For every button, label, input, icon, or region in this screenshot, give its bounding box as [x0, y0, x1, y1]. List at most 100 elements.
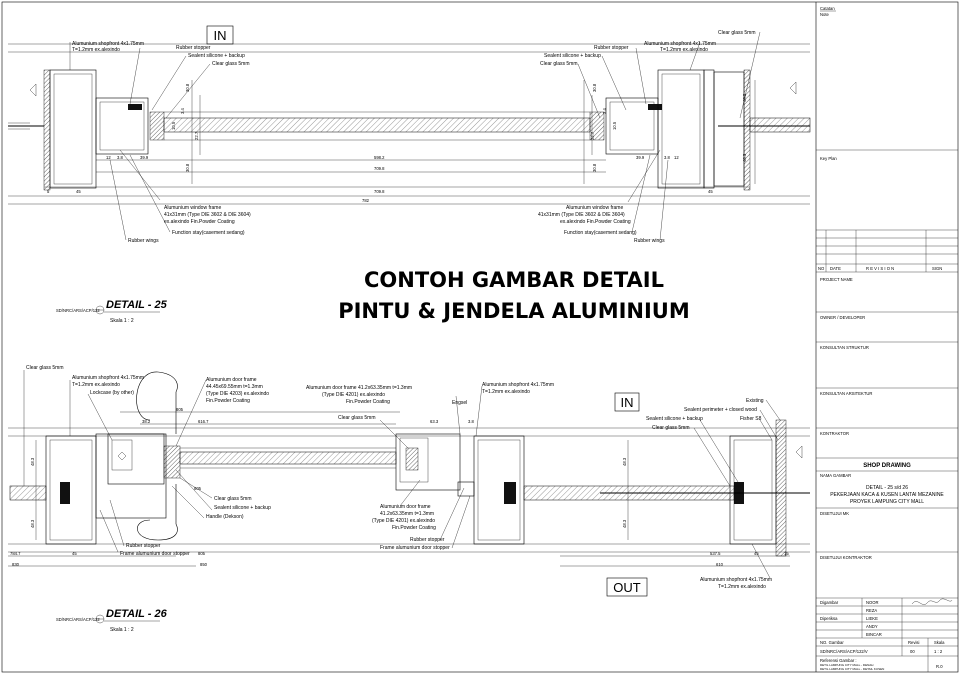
svg-text:850: 850 — [200, 562, 208, 567]
svg-text:38.2: 38.2 — [142, 419, 151, 424]
svg-text:Clear glass 5mm: Clear glass 5mm — [652, 425, 690, 431]
svg-text:Handle (Dekson): Handle (Dekson) — [206, 514, 244, 520]
svg-text:45: 45 — [76, 189, 81, 194]
svg-text:48.3: 48.3 — [30, 519, 35, 528]
svg-text:45: 45 — [708, 189, 713, 194]
tb-sheet-no: R.0 — [936, 664, 943, 669]
svg-text:537.5: 537.5 — [710, 551, 721, 556]
label-clear-glass-right: Clear glass 5mm — [718, 30, 756, 36]
svg-text:48.3: 48.3 — [622, 457, 627, 466]
svg-text:805: 805 — [198, 551, 206, 556]
tb-nama2: PEKERJAAN KACA & KUSEN LANTAI MEZANINE — [830, 492, 944, 498]
drawing-title-line1: CONTOH GAMBAR DETAIL — [364, 268, 664, 292]
svg-text:45: 45 — [72, 551, 77, 556]
svg-text:805: 805 — [194, 486, 202, 491]
detail-25-label: DETAIL - 25 — [106, 299, 168, 311]
svg-text:15: 15 — [784, 551, 789, 556]
svg-text:Lockcase (by other): Lockcase (by other) — [90, 390, 134, 396]
tb-digambar: Digambar — [820, 600, 839, 605]
label-sealant: Sealent silicone + backup — [188, 53, 245, 59]
svg-text:63.3: 63.3 — [430, 419, 439, 424]
tb-key-plan: Key Plan — [820, 156, 837, 161]
svg-text:Fin.Powder Coating: Fin.Powder Coating — [346, 399, 390, 405]
svg-text:784.7: 784.7 — [10, 551, 21, 556]
label-window-frame-fin: ex.alexindo Fin.Powder Coating — [164, 219, 235, 225]
label-clear-glass-right2: Clear glass 5mm — [540, 61, 578, 67]
label-rubber-stopper-right: Rubber stopper — [594, 45, 629, 51]
label-shopfront-spec: T=1.2mm ex.alexindo — [72, 47, 120, 53]
svg-text:830: 830 — [12, 562, 20, 567]
svg-text:41.2x63.35mm t=1.3mm: 41.2x63.35mm t=1.3mm — [380, 511, 434, 517]
svg-text:616.7: 616.7 — [198, 419, 209, 424]
svg-text:39.9: 39.9 — [140, 155, 149, 160]
tb-name-4: BINCAR — [866, 632, 882, 637]
detail-26-scale: Skala 1 : 2 — [110, 627, 134, 633]
svg-text:709.8: 709.8 — [374, 189, 385, 194]
tb-nama3: PROYEK LAMPUNG CITY MALL — [850, 499, 924, 505]
detail-26-title: SD/NRC/ARS/ACP/122 DETAIL - 26 Skala 1 :… — [56, 608, 168, 633]
label-window-frame-right-type: 41x31mm (Type DIE 3602 & DIE 3604) — [538, 212, 625, 218]
label-clear-glass: Clear glass 5mm — [212, 61, 250, 67]
svg-text:22.7: 22.7 — [194, 131, 199, 140]
tb-nama-gambar: NAMA GAMBAR — [820, 473, 851, 478]
tb-catatan: Catatan — [820, 6, 835, 11]
svg-text:Frame alumunium door stopper: Frame alumunium door stopper — [380, 545, 450, 551]
detail-25-title: SD/NRC/ARS/ACP/122 DETAIL - 25 Skala 1 :… — [56, 299, 168, 324]
tb-col-no: NO — [818, 266, 825, 271]
svg-text:Rubber stopper: Rubber stopper — [126, 543, 161, 549]
tb-name-0: NOOR — [866, 600, 879, 605]
in-tag-bottom — [614, 392, 640, 412]
svg-text:Existing: Existing — [746, 398, 764, 404]
detail-26-labels: Clear glass 5mm Alumunium shopfront 4x1.… — [26, 365, 772, 590]
tb-project: PROJECT NAME — [820, 277, 853, 282]
label-rubber-stopper: Rubber stopper — [176, 45, 211, 51]
svg-text:3.8: 3.8 — [117, 155, 123, 160]
svg-text:Fisher S8: Fisher S8 — [740, 416, 762, 422]
svg-text:48.3: 48.3 — [742, 153, 747, 162]
tb-no-gambar: NO. Gambar — [820, 640, 844, 645]
label-window-frame-right-fin: ex.alexindo Fin.Powder Coating — [560, 219, 631, 225]
tb-arsitektur: KONSULTAN ARSITEKTUR — [820, 391, 872, 396]
svg-text:782: 782 — [362, 198, 370, 203]
svg-text:22.7: 22.7 — [590, 131, 595, 140]
svg-text:3.8: 3.8 — [468, 419, 474, 424]
tb-skala: Skala — [934, 640, 945, 645]
label-window-frame-right: Alumunium window frame — [566, 205, 623, 211]
label-window-frame: Alumunium window frame — [164, 205, 221, 211]
svg-text:30.8: 30.8 — [185, 163, 190, 172]
detail-26-dimensions: 48.3 48.3 805 38.2 616.7 63.3 3.8 805 78… — [10, 407, 789, 567]
svg-text:48.3: 48.3 — [622, 519, 627, 528]
svg-text:Clear glass 5mm: Clear glass 5mm — [26, 365, 64, 371]
label-sealant-right: Sealent silicone + backup — [544, 53, 601, 59]
out-tag — [606, 577, 648, 597]
door-handle-bottom — [137, 484, 178, 541]
tb-nama1: DETAIL - 25 s/d 26 — [866, 485, 908, 491]
svg-text:Rubber stopper: Rubber stopper — [410, 537, 445, 543]
drawing-title-line2: PINTU & JENDELA ALUMINIUM — [338, 299, 690, 323]
label-function-stay: Function stay(casement sedang) — [172, 230, 245, 236]
svg-text:48.3: 48.3 — [742, 93, 747, 102]
svg-text:10.5: 10.5 — [612, 121, 617, 130]
svg-text:10.5: 10.5 — [171, 121, 176, 130]
svg-text:3.8: 3.8 — [664, 155, 670, 160]
svg-text:T=1.2mm ex.alexindo: T=1.2mm ex.alexindo — [482, 389, 530, 395]
svg-text:Fin.Powder Coating: Fin.Powder Coating — [206, 398, 250, 404]
tb-col-date: DATE — [830, 266, 841, 271]
signature-mark — [911, 598, 953, 605]
label-shopfront-right: Alumunium shopfront 4x1.75mm — [644, 41, 716, 47]
svg-text:Sealent perimeter + closed woo: Sealent perimeter + closed wood — [684, 407, 757, 413]
svg-text:Clear glass 5mm: Clear glass 5mm — [214, 496, 252, 502]
svg-text:(Type DIE 4203) ex.alexindo: (Type DIE 4203) ex.alexindo — [206, 391, 269, 397]
label-rubber-wings: Rubber wings — [128, 238, 159, 244]
tb-revisi: Revisi — [908, 640, 919, 645]
tb-note: Note — [820, 12, 830, 17]
in-tag-top-text: IN — [214, 28, 227, 43]
svg-text:5: 5 — [47, 189, 50, 194]
in-tag-top — [206, 25, 234, 45]
svg-text:Alumunium shopfront 4x1.75mm: Alumunium shopfront 4x1.75mm — [72, 375, 144, 381]
svg-text:39.9: 39.9 — [636, 155, 645, 160]
detail-25-dimensions: 30.8 30.8 22.7 10.5 3.4 12 3.8 39.9 598.… — [47, 83, 747, 203]
tb-skala-val: 1 : 2 — [934, 649, 943, 654]
